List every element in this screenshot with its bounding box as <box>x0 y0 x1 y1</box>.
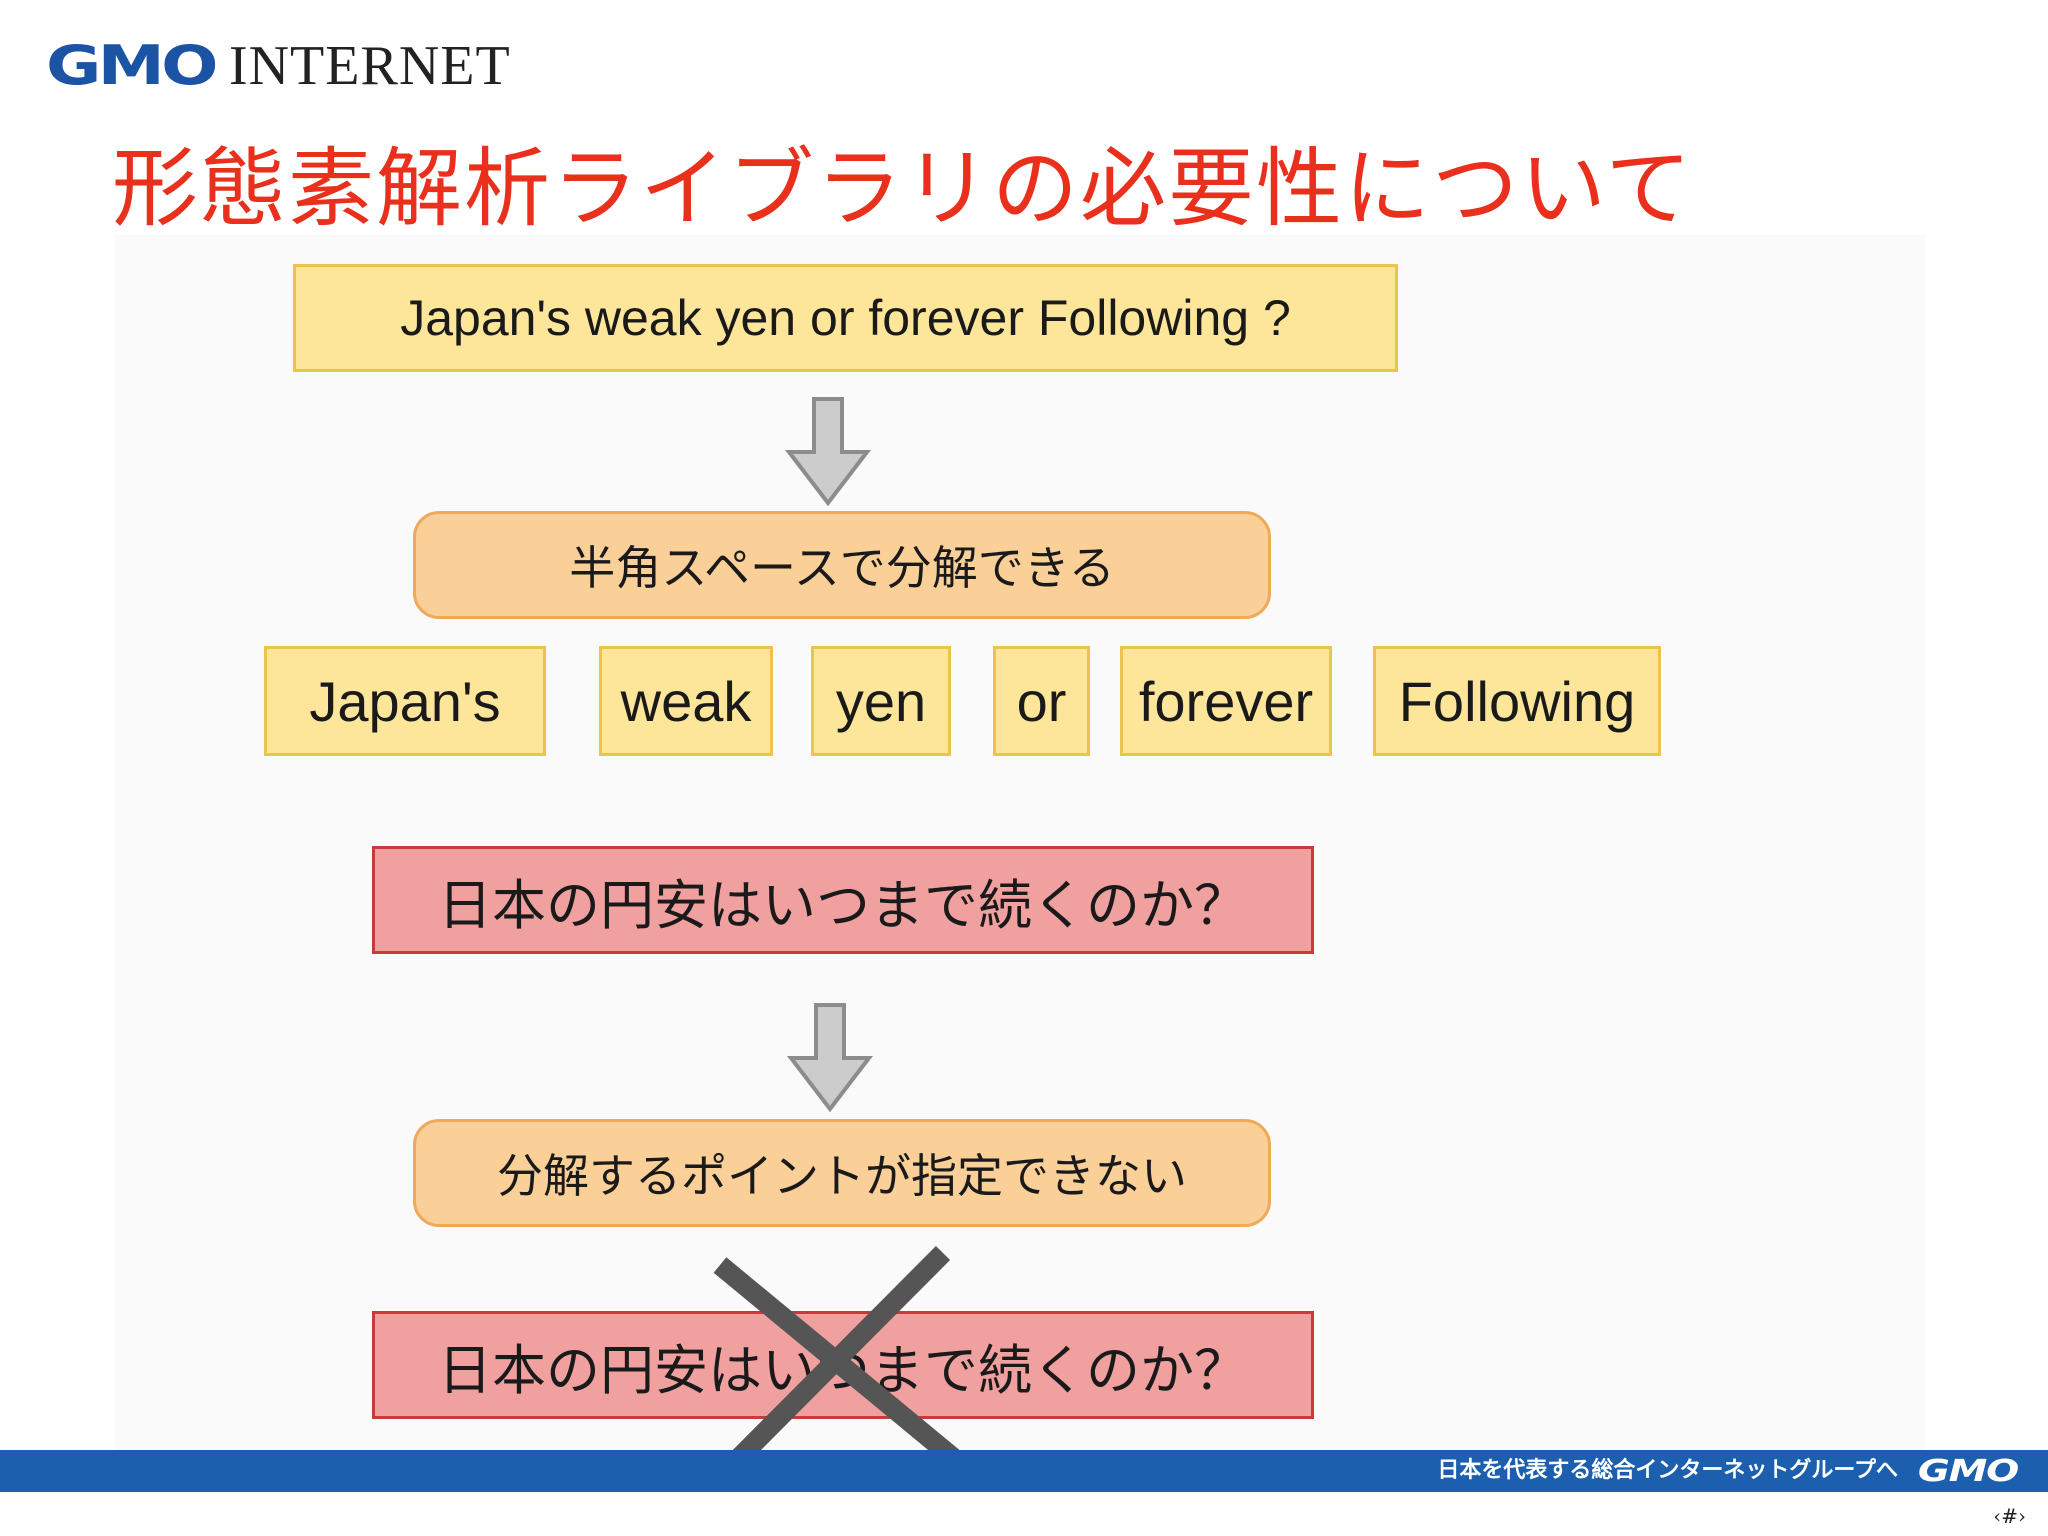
token-box: or <box>993 646 1090 756</box>
english-sentence-text: Japan's weak yen or forever Following ? <box>400 290 1291 346</box>
gmo-internet-logo: GMO INTERNET <box>46 34 511 97</box>
japanese-result-box: 分解するポイントが指定できない <box>413 1119 1271 1227</box>
japanese-sentence-box: 日本の円安はいつまで続くのか？ <box>372 846 1314 954</box>
down-arrow-icon <box>786 1003 874 1113</box>
footer-bar: 日本を代表する総合インターネットグループへ GMO <box>0 1450 2048 1492</box>
page-number: ‹#› <box>1993 1504 2026 1528</box>
token-box: Japan's <box>264 646 546 756</box>
diagram-background <box>115 235 1925 1450</box>
token-box: weak <box>599 646 773 756</box>
english-result-box: 半角スペースで分解できる <box>413 511 1271 619</box>
english-result-text: 半角スペースで分解できる <box>569 541 1115 595</box>
slide-title: 形態素解析ライブラリの必要性について <box>112 139 1694 239</box>
token-text: Following <box>1398 669 1636 733</box>
footer-tagline: 日本を代表する総合インターネットグループへ <box>1437 1458 1898 1483</box>
token-text: weak <box>620 669 752 733</box>
token-box: Following <box>1373 646 1661 756</box>
token-text: forever <box>1138 669 1314 733</box>
japanese-result-text: 分解するポイントが指定できない <box>497 1149 1187 1203</box>
logo-text: INTERNET <box>228 35 511 97</box>
japanese-sentence-text: 日本の円安はいつまで続くのか？ <box>438 873 1248 937</box>
cross-mark-icon <box>712 1245 975 1485</box>
footer-logo: GMO <box>1917 1454 2019 1489</box>
down-arrow-icon <box>784 397 872 507</box>
token-text: yen <box>835 669 927 733</box>
token-box: forever <box>1120 646 1332 756</box>
token-box: yen <box>811 646 951 756</box>
logo-mark: GMO <box>46 34 218 97</box>
token-text: Japan's <box>309 669 501 733</box>
token-text: or <box>1016 669 1067 733</box>
english-sentence-box: Japan's weak yen or forever Following ? <box>293 264 1398 372</box>
